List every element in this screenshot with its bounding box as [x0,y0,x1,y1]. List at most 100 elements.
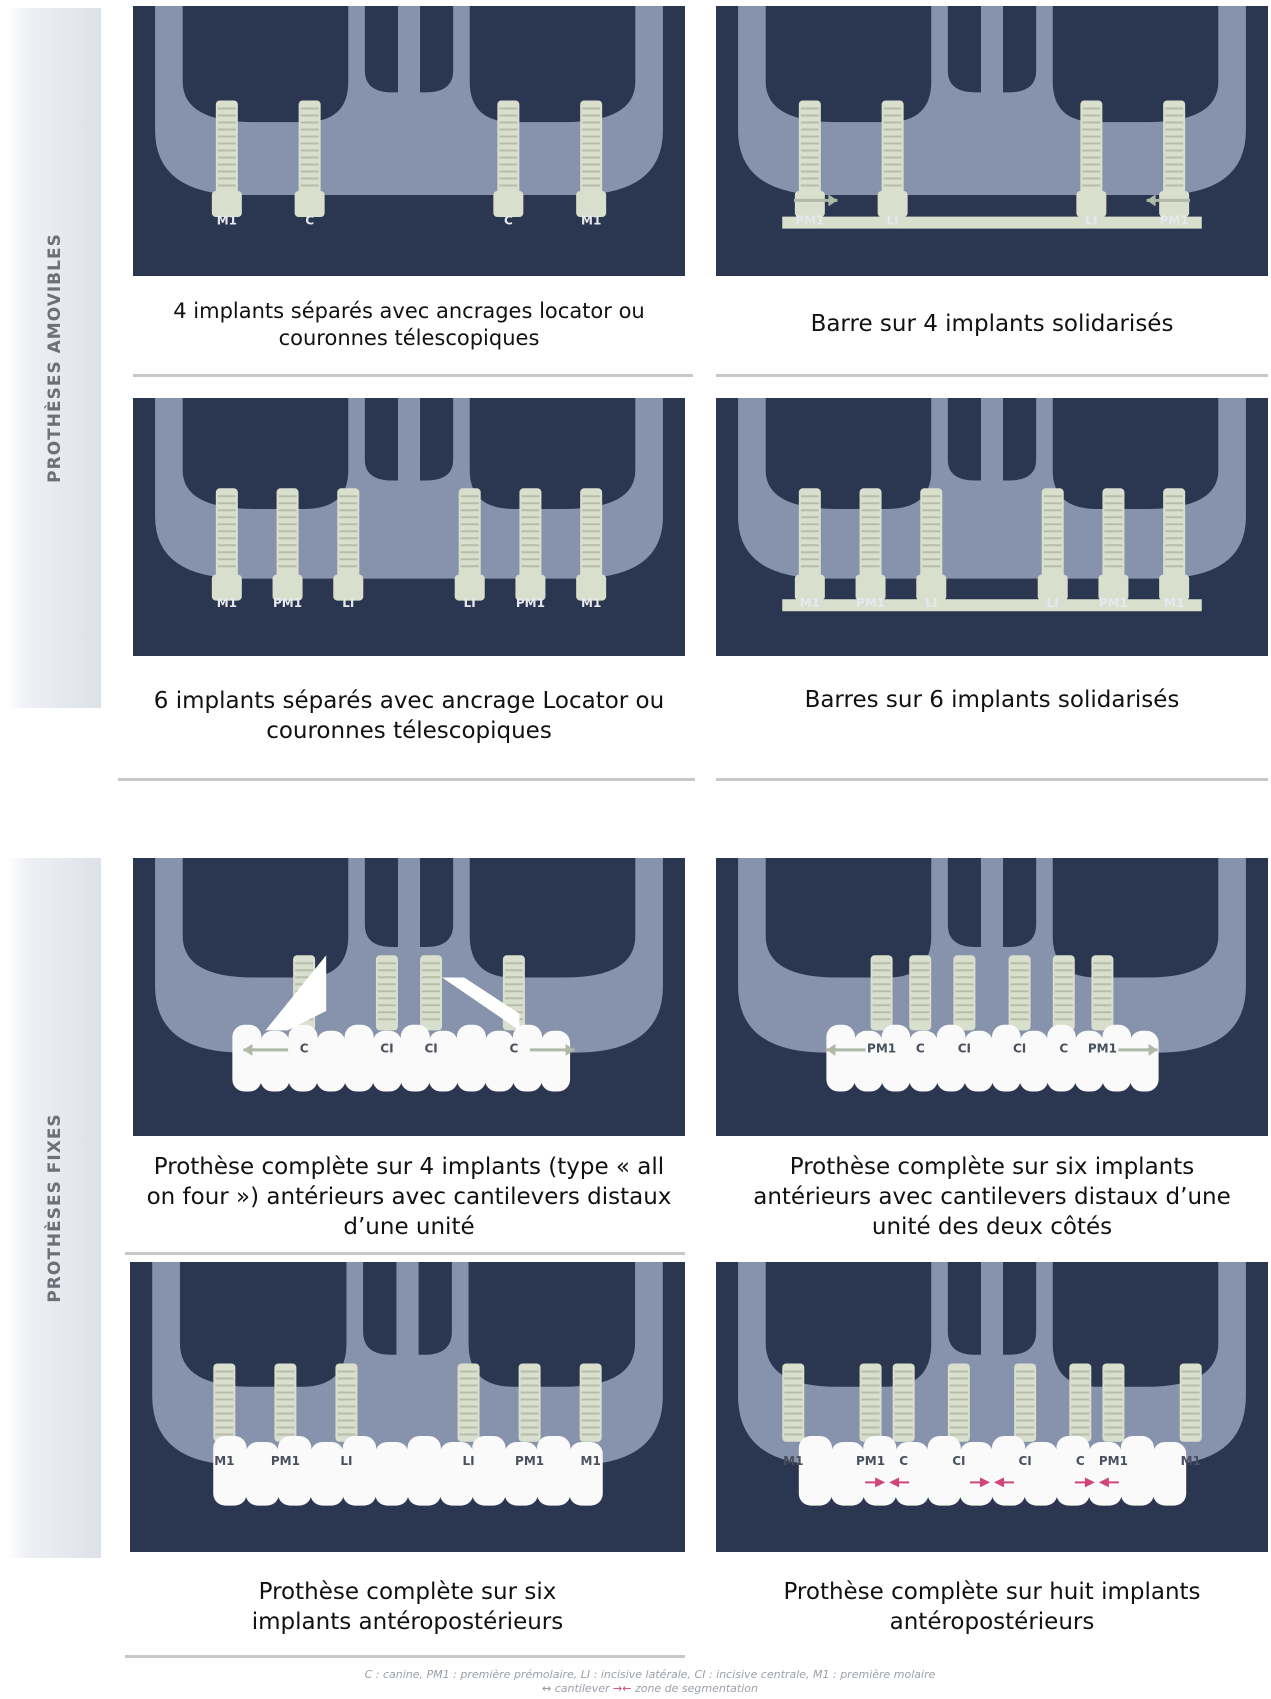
connecting-bar [782,217,1202,229]
implant-label: M1 [1181,1454,1201,1468]
caption-panel-3: 6 implants séparés avec ancrage Locator … [133,668,685,766]
sinus-cavity-right [470,6,636,122]
implant-label: C [504,214,513,228]
prosthesis-tooth [895,1442,928,1506]
diagram-panel-6: PM1CCICICPM1 [716,858,1268,1136]
prosthesis-tooth [569,1442,602,1506]
implant-icon [212,488,242,600]
diagram-svg: PM1CCICICPM1 [716,858,1268,1136]
prosthesis-tooth [401,1025,430,1092]
implant-label: PM1 [516,596,545,610]
implant-icon [1053,955,1075,1030]
prosthesis-tooth [541,1031,570,1092]
implant-label: CI [1018,1454,1031,1468]
prosthesis-tooth [232,1025,261,1092]
implant-icon [213,1364,235,1442]
divider-rule [716,778,1268,781]
nasal-cavity-right [420,398,453,481]
prosthesis-tooth [260,1031,289,1092]
diagram-svg: M1PM1CCICICPM1M1 [716,1262,1268,1552]
section-label-removable: PROTHÈSES AMOVIBLES [45,233,65,483]
caption-panel-1: 4 implants séparés avec ancrages locator… [133,284,685,366]
implant-icon [1159,488,1189,600]
implant-icon [1069,1364,1091,1442]
sinus-cavity-right [470,398,636,509]
caption-panel-6: Prothèse complète sur six implants antér… [716,1140,1268,1256]
nasal-cavity-left [948,6,981,92]
nasal-cavity-left [948,1262,981,1355]
nasal-cavity-right [420,858,453,947]
divider-rule [125,1252,685,1255]
sinus-cavity-left [766,6,932,122]
implant-icon [1180,1364,1202,1442]
prosthesis-tooth [1153,1442,1186,1506]
implant-icon [333,488,363,600]
cantilever-arrow-icon: ↔ [542,1682,551,1695]
implant-icon [519,1364,541,1442]
implant-label: PM1 [1160,214,1189,228]
nasal-cavity-right [1003,398,1036,481]
implant-label: PM1 [1099,596,1128,610]
divider-rule [133,374,693,377]
prosthesis-tooth [429,1031,458,1092]
caption-panel-5: Prothèse complète sur 4 implants (type «… [133,1140,685,1256]
prosthesis-tooth [882,1025,911,1092]
implant-label: CI [1013,1042,1026,1056]
sinus-cavity-left [180,1262,347,1387]
section-band-removable: PROTHÈSES AMOVIBLES [8,8,101,708]
sinus-cavity-left [183,398,349,509]
implant-label: CI [952,1454,965,1468]
implant-label: PM1 [271,1454,300,1468]
sinus-cavity-right [470,858,636,978]
sinus-cavity-right [469,1262,636,1387]
caption-panel-8: Prothèse complète sur huit implants anté… [716,1568,1268,1648]
prosthesis-tooth [964,1031,993,1092]
section-label-fixed: PROTHÈSES FIXES [45,1113,65,1302]
implant-icon [953,955,975,1030]
implant-icon [1098,488,1128,600]
implant-label: M1 [581,214,601,228]
prosthesis-tooth [928,1436,961,1506]
diagram-panel-5: CCICIC [133,858,685,1136]
prosthesis-tooth [1089,1442,1122,1506]
implant-label: M1 [1164,596,1184,610]
implant-label: C [916,1042,925,1056]
arrowhead-icon [1147,194,1156,206]
prosthesis-tooth [1024,1442,1057,1506]
diagram-svg: CCICIC [133,858,685,1136]
implant-label: LI [1047,596,1059,610]
prosthesis-tooth [317,1031,346,1092]
prosthesis-tooth [345,1025,374,1092]
sinus-cavity-left [766,858,932,978]
implant-icon [860,1364,882,1442]
implant-label: LI [464,596,476,610]
implant-icon [782,1364,804,1442]
implant-icon [1076,101,1106,218]
diagram-svg: M1CCM1 [133,6,685,276]
implant-label: M1 [783,1454,803,1468]
implant-label: M1 [214,1454,234,1468]
implant-icon [909,955,931,1030]
implant-icon [893,1364,915,1442]
diagram-panel-7: M1PM1LILIPM1M1 [130,1262,685,1552]
implant-label: LI [342,596,354,610]
segmentation-arrow-icon: →← [613,1682,631,1695]
implant-label: CI [424,1042,437,1056]
nasal-cavity-left [948,858,981,947]
caption-panel-4: Barres sur 6 implants solidarisés [716,668,1268,734]
implant-label: M1 [217,214,237,228]
prosthesis-tooth [1047,1025,1076,1092]
implant-icon [493,101,523,218]
implant-icon [376,955,398,1030]
implant-icon [856,488,886,600]
prosthesis-tooth [1121,1436,1154,1506]
prosthesis-tooth [1056,1436,1089,1506]
nasal-cavity-right [1003,6,1036,92]
prosthesis-tooth [799,1436,832,1506]
implant-icon [420,955,442,1030]
implant-icon [273,488,303,600]
prosthesis-tooth [246,1442,279,1506]
connecting-bar [782,599,1202,611]
sinus-cavity-left [183,6,349,122]
implant-label: PM1 [856,596,885,610]
